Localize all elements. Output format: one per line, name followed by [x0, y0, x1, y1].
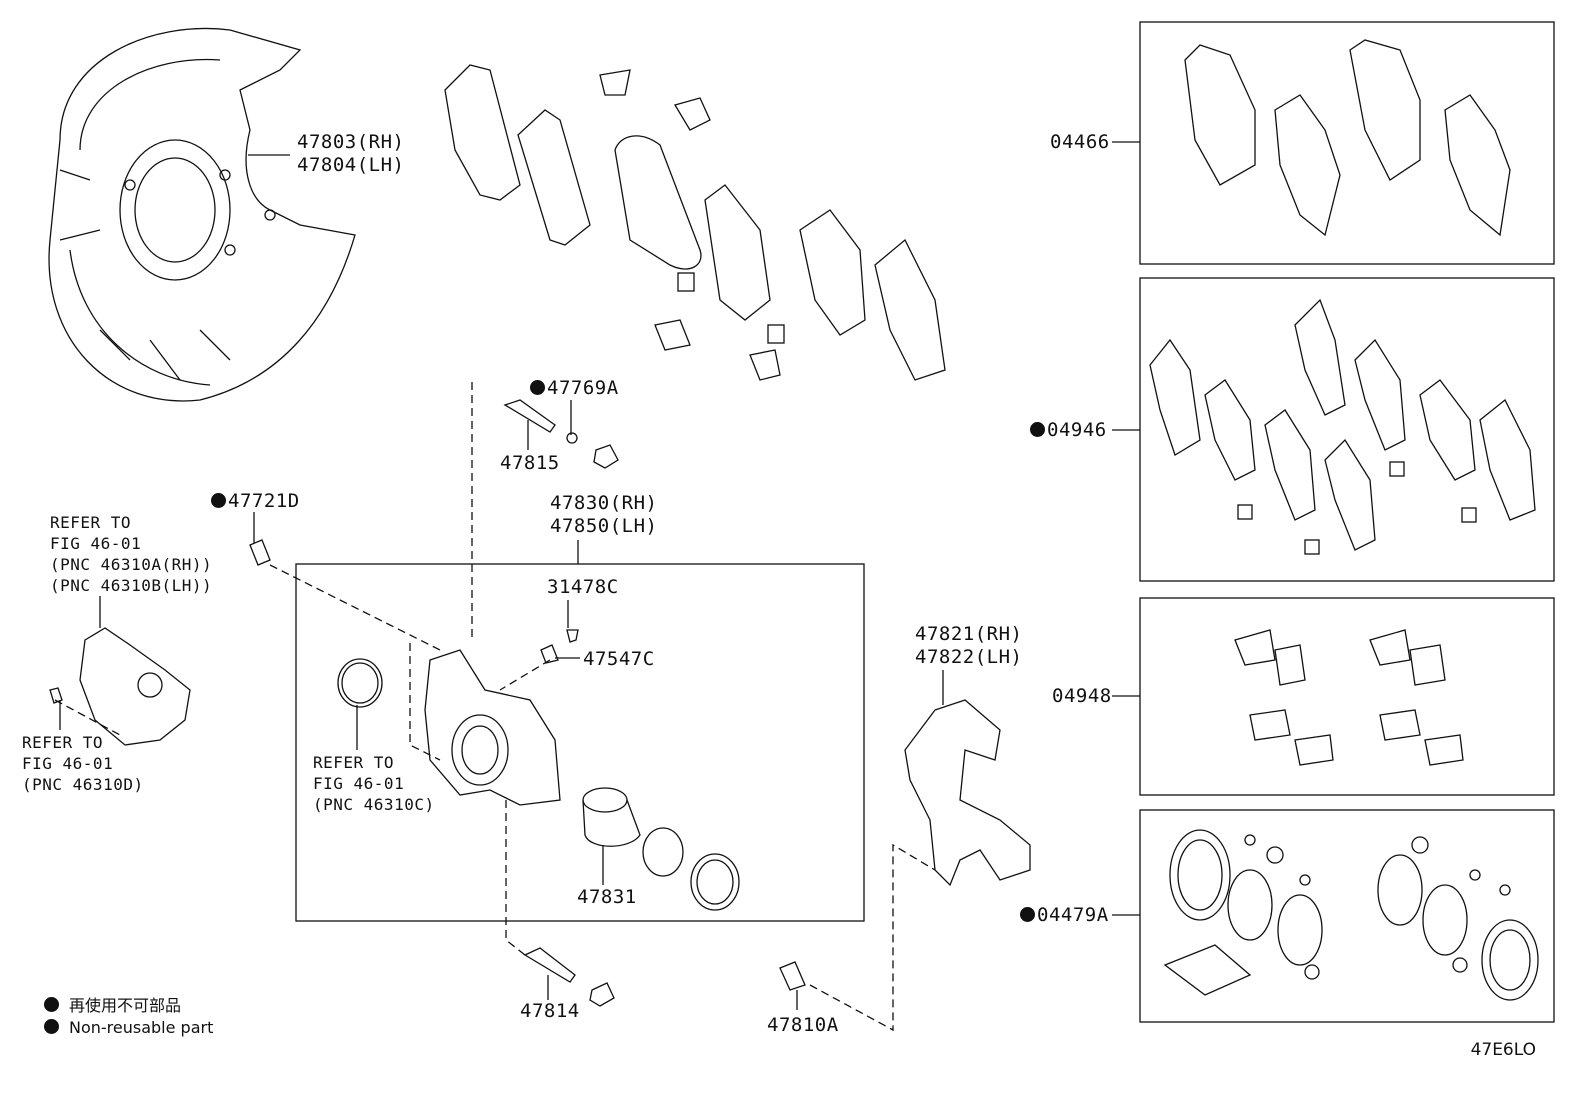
label-04479a-text: 04479A — [1037, 904, 1109, 926]
label-47721d-text: 47721D — [228, 490, 300, 512]
figure-code: 47E6LO — [1470, 1040, 1536, 1060]
label-04479a: 04479A — [1020, 904, 1109, 926]
non-reusable-marker-icon — [44, 997, 59, 1012]
label-47721d: 47721D — [211, 490, 300, 512]
label-47769a-text: 47769A — [547, 377, 619, 399]
kit-box-04466 — [1139, 21, 1555, 265]
non-reusable-marker-icon — [530, 380, 545, 395]
legend-line-english: Non-reusable part — [44, 1018, 213, 1037]
label-47822: 47822(LH) — [915, 646, 1023, 668]
label-47821: 47821(RH) — [915, 623, 1023, 645]
label-47810a: 47810A — [767, 1014, 839, 1036]
pad-and-shim-drawings — [444, 64, 946, 381]
kit-box-04948 — [1139, 597, 1555, 796]
bolt-drawings — [49, 399, 806, 1007]
legend-line-japanese: 再使用不可部品 — [44, 992, 181, 1016]
non-reusable-marker-icon — [211, 493, 226, 508]
non-reusable-marker-icon — [44, 1019, 59, 1034]
kit-box-04946 — [1139, 277, 1555, 582]
label-47769a: 47769A — [530, 377, 619, 399]
reference-caliper-drawing — [79, 627, 191, 746]
label-47803: 47803(RH) — [297, 131, 405, 153]
kit-box-04479a — [1139, 809, 1555, 1023]
clips-04948-drawing — [1234, 629, 1464, 766]
label-31478c: 31478C — [547, 576, 619, 598]
label-47547c: 47547C — [583, 648, 655, 670]
reference-note-46310d: REFER TO FIG 46-01 (PNC 46310D) — [22, 733, 144, 794]
label-47850: 47850(LH) — [550, 515, 658, 537]
label-04946: 04946 — [1030, 419, 1107, 441]
seal-kit-04479a-drawing — [1163, 829, 1539, 1001]
label-47830: 47830(RH) — [550, 492, 658, 514]
caliper-body-drawing — [424, 649, 561, 806]
label-47804: 47804(LH) — [297, 154, 405, 176]
seal-ring-drawing — [337, 658, 383, 708]
label-04946-text: 04946 — [1047, 419, 1107, 441]
shims-04946-drawing — [1149, 298, 1536, 555]
label-47831: 47831 — [577, 886, 637, 908]
mounting-bracket-drawing — [904, 699, 1031, 887]
reference-note-46310c: REFER TO FIG 46-01 (PNC 46310C) — [313, 753, 435, 814]
pads-04466-drawing — [1184, 39, 1511, 237]
label-47815: 47815 — [500, 452, 560, 474]
caliper-assembly-box — [295, 563, 865, 922]
label-47814: 47814 — [520, 1000, 580, 1022]
legend-japanese-text: 再使用不可部品 — [69, 996, 182, 1015]
non-reusable-marker-icon — [1030, 422, 1045, 437]
dust-cover-drawing — [48, 27, 356, 402]
piston-drawing — [582, 787, 740, 911]
reference-note-46310ab: REFER TO FIG 46-01 (PNC 46310A(RH)) (PNC… — [50, 513, 213, 595]
legend-english-text: Non-reusable part — [69, 1018, 214, 1037]
label-04466: 04466 — [1050, 131, 1110, 153]
non-reusable-marker-icon — [1020, 907, 1035, 922]
label-04948: 04948 — [1052, 685, 1112, 707]
